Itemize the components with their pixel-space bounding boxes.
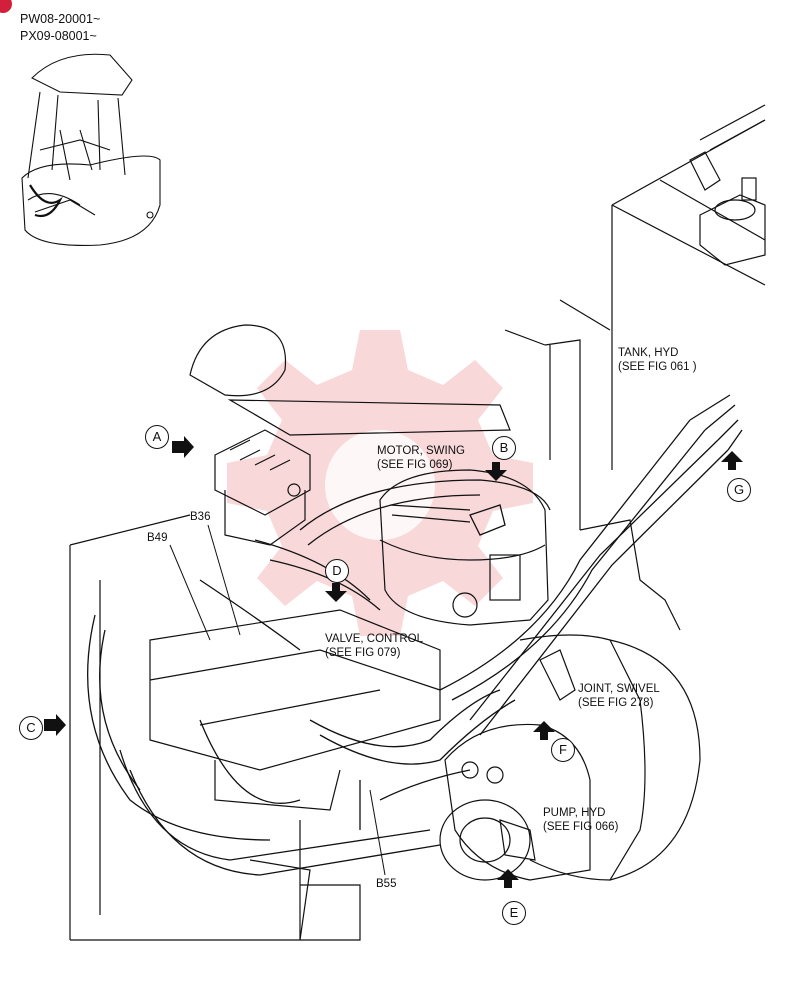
label-pump-name: PUMP, HYD: [543, 807, 606, 819]
callout-arrows: [44, 436, 743, 888]
excavator-thumbnail: [21, 53, 161, 246]
label-motor-name: MOTOR, SWING: [377, 445, 465, 457]
page-badge: [0, 0, 12, 13]
control-valve: [149, 609, 441, 811]
leader-lines: [169, 524, 386, 876]
callout-g: G: [727, 478, 751, 502]
swing-motor: [379, 469, 549, 626]
label-valve-ref: (SEE FIG 079): [325, 647, 401, 659]
label-tank-name: TANK, HYD: [618, 347, 679, 359]
callout-b: B: [492, 436, 516, 460]
label-b49: B49: [147, 532, 168, 544]
callout-f: F: [551, 738, 575, 762]
label-joint-ref: (SEE FIG 278): [578, 697, 654, 709]
label-tank-ref: (SEE FIG 061 ): [618, 361, 697, 373]
hydraulic-hoses: [87, 394, 743, 876]
callout-c: C: [19, 716, 43, 740]
hydraulic-tank: [611, 104, 766, 470]
callout-d: D: [325, 559, 349, 583]
label-valve-name: VALVE, CONTROL: [325, 633, 423, 645]
serial-1: PW08-20001~: [20, 12, 101, 26]
swivel-joint: [519, 634, 701, 881]
upper-frame: [69, 299, 681, 941]
callout-a: A: [145, 425, 169, 449]
label-motor-ref: (SEE FIG 069): [377, 459, 453, 471]
callout-e: E: [502, 901, 526, 925]
label-b36: B36: [190, 511, 211, 523]
serial-2: PX09-08001~: [20, 29, 97, 43]
label-pump-ref: (SEE FIG 066): [543, 821, 619, 833]
label-b55: B55: [376, 878, 397, 890]
pilot-valve-block: [214, 429, 311, 546]
label-joint-name: JOINT, SWIVEL: [578, 683, 660, 695]
hydraulic-pump: [439, 723, 591, 881]
